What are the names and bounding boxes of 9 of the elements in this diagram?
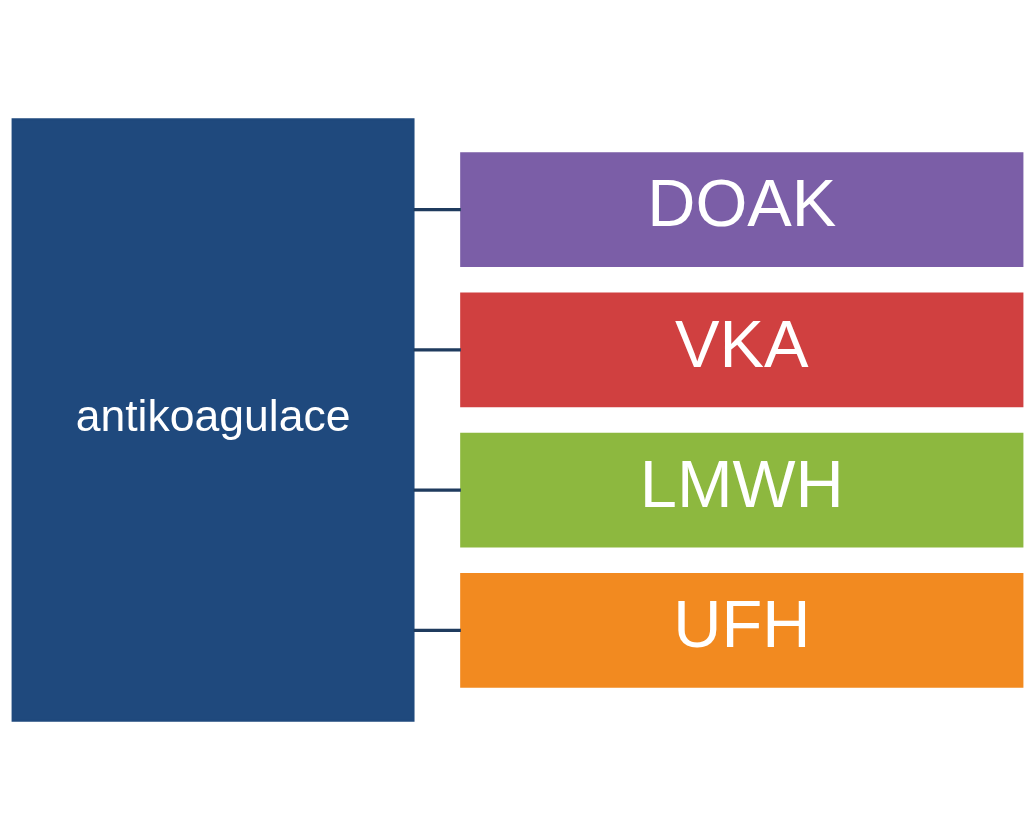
- node-box: VKA: [460, 292, 1024, 408]
- node-box: DOAK: [460, 152, 1024, 267]
- connector: [413, 348, 461, 352]
- node-box: UFH: [460, 573, 1024, 688]
- connector: [413, 628, 461, 633]
- node-box: antikoagulace: [11, 118, 415, 722]
- connector: [413, 488, 461, 492]
- node-box: LMWH: [460, 432, 1024, 548]
- connector: [413, 207, 461, 212]
